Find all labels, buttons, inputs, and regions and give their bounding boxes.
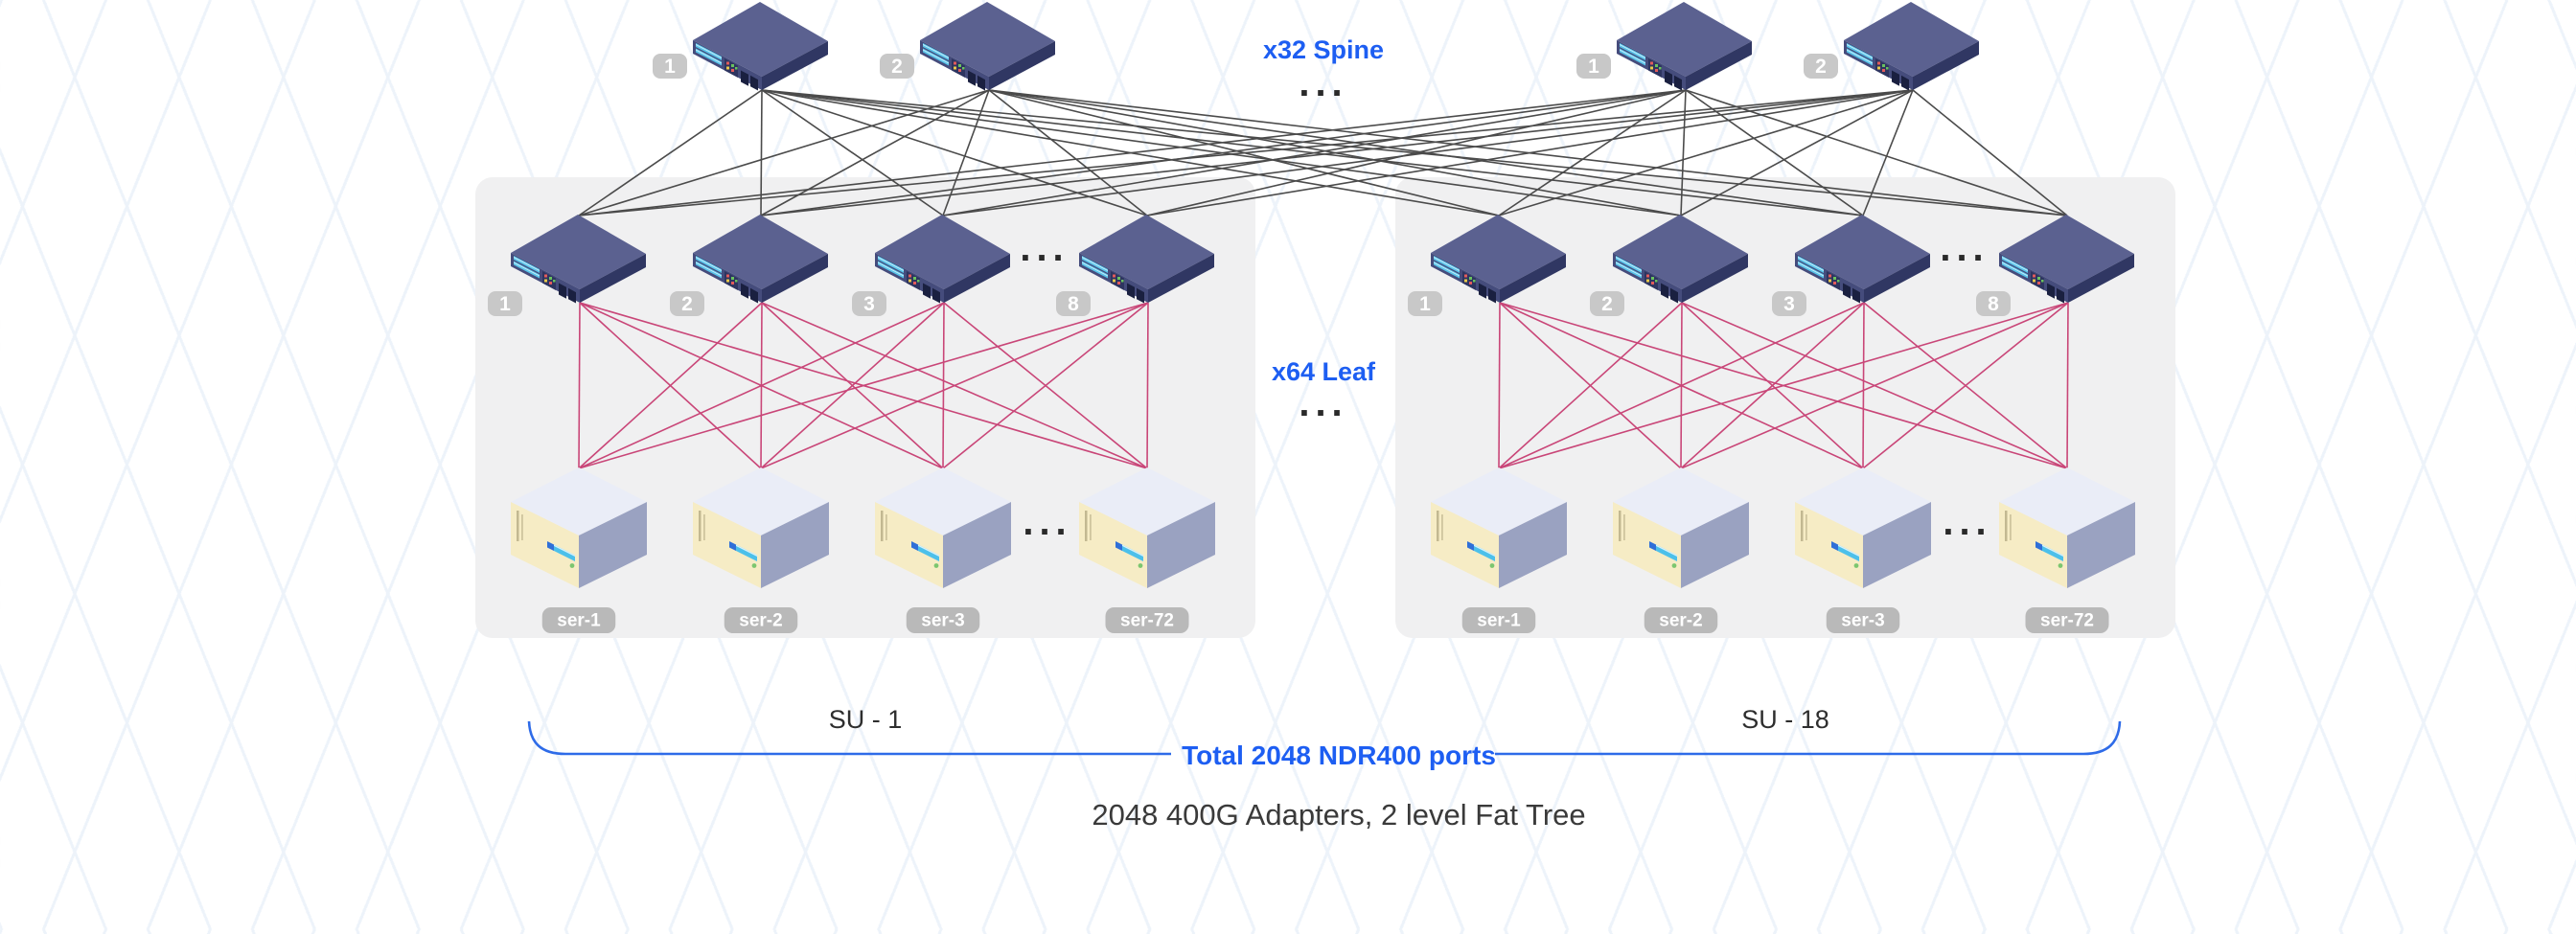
server-label: ser-72 [1120, 611, 1174, 631]
server-label: ser-1 [1477, 611, 1521, 631]
spine-leaf-link [1862, 89, 1914, 216]
leaf-badge [488, 291, 522, 316]
spine-badge [1804, 54, 1838, 79]
spine-leaf-link [1498, 89, 1687, 216]
spine-leaf-link [761, 89, 1148, 216]
leaf-server-link [1498, 302, 1501, 469]
spine-leaf-link [1680, 89, 1914, 216]
leaf-section-label: x64 Leaf [1272, 357, 1376, 386]
server-label-pill [1105, 607, 1189, 633]
server-row-ellipsis: ... [1943, 501, 1991, 543]
leaf-server-link [578, 302, 945, 469]
leaf-server-link [1498, 302, 1683, 469]
leaf-server-link [1680, 302, 1865, 469]
spine-leaf-link [942, 89, 1687, 216]
leaf-server-link [942, 302, 1149, 469]
spine-leaf-link [988, 89, 1148, 216]
spine-badge [653, 54, 687, 79]
spine-badge-number: 2 [891, 56, 903, 78]
server-label: ser-2 [739, 611, 782, 631]
leaf-badge [1056, 291, 1091, 316]
server-label-pill [1461, 607, 1536, 633]
leaf-badge [1590, 291, 1624, 316]
leaf-server-link [760, 302, 945, 469]
server-label-pill [724, 607, 798, 633]
leaf-badge-number: 3 [1783, 293, 1795, 315]
spine-leaf-link [760, 89, 1687, 216]
su18-label: SU - 18 [1741, 705, 1829, 734]
leaf-badge [1408, 291, 1442, 316]
leaf-server-link [578, 302, 581, 469]
spine-leaf-link [578, 89, 763, 216]
server-label: ser-3 [1841, 611, 1884, 631]
leaf-server-link [1498, 302, 2069, 469]
total-ports-brace-left [527, 720, 1171, 756]
server-label: ser-2 [1659, 611, 1702, 631]
spine-ellipsis: ... [1299, 62, 1347, 104]
leaf-server-link [578, 302, 1149, 469]
leaf-server-link [1146, 302, 1149, 469]
server-row-ellipsis: ... [1023, 501, 1071, 543]
leaf-badge [1976, 291, 2011, 316]
spine-leaf-link [760, 89, 1914, 216]
node-labels: 1 2 1 2 1 ser-1 2 ser-2 3 ser-3 8 ser-72...... 1 ser-… [488, 54, 2109, 633]
spine-leaf-link [578, 89, 1914, 216]
spine-badge-number: 1 [1588, 56, 1599, 78]
leaf-badge-number: 2 [1601, 293, 1613, 315]
leaf-badge-number: 1 [1419, 293, 1431, 315]
total-ports-brace-right [1495, 720, 2122, 756]
spine-badge-number: 2 [1815, 56, 1827, 78]
spine-switch [1617, 2, 1752, 91]
spine-switch [693, 2, 828, 91]
leaf-server-link [1680, 302, 2069, 469]
leaf-badge-number: 1 [499, 293, 511, 315]
server-label-pill [1826, 607, 1900, 633]
spine-badge [880, 54, 914, 79]
total-ports-label: Total 2048 NDR400 ports [1182, 740, 1496, 770]
leaf-server-link [1862, 302, 1865, 469]
leaf-badge-number: 2 [681, 293, 693, 315]
diagram-caption: 2048 400G Adapters, 2 level Fat Tree [1092, 798, 1585, 831]
leaf-badge [1772, 291, 1806, 316]
leaf-server-link [942, 302, 945, 469]
spine-leaf-link [578, 89, 1687, 216]
spine-leaf-link [1498, 89, 1914, 216]
server-label-pill [2025, 607, 2109, 633]
leaf-badge-number: 8 [1988, 293, 1999, 315]
spine-badge-number: 1 [664, 56, 676, 78]
server-label: ser-1 [557, 611, 601, 631]
server-label: ser-72 [2040, 611, 2094, 631]
leaf-badge-number: 3 [863, 293, 875, 315]
server-label-pill [1644, 607, 1718, 633]
spine-switch [920, 2, 1055, 91]
spine-leaf-link [942, 89, 1914, 216]
spine-section-label: x32 Spine [1263, 35, 1384, 64]
leaf-server-link [1498, 302, 1865, 469]
leaf-row-ellipsis: ... [1940, 227, 1989, 269]
spine-leaf-link [1146, 89, 1687, 216]
leaf-badge [852, 291, 886, 316]
spine-leaf-link [1912, 89, 2068, 216]
leaf-ellipsis: ... [1299, 382, 1347, 424]
spine-leaf-link [760, 89, 763, 216]
leaf-server-link [578, 302, 763, 469]
spine-leaf-link [1146, 89, 1914, 216]
leaf-server-link [1862, 302, 2069, 469]
leaf-row-ellipsis: ... [1020, 227, 1069, 269]
leaf-badge [670, 291, 704, 316]
su1-label: SU - 1 [829, 705, 903, 734]
spine-badge [1576, 54, 1611, 79]
leaf-server-link [2066, 302, 2069, 469]
spine-leaf-link [578, 89, 990, 216]
leaf-badge-number: 8 [1068, 293, 1079, 315]
server-label-pill [906, 607, 980, 633]
leaf-server-link [760, 302, 1149, 469]
server-label-pill [541, 607, 616, 633]
spine-switch [1844, 2, 1979, 91]
topology-links [578, 89, 2069, 469]
server-label: ser-3 [921, 611, 964, 631]
